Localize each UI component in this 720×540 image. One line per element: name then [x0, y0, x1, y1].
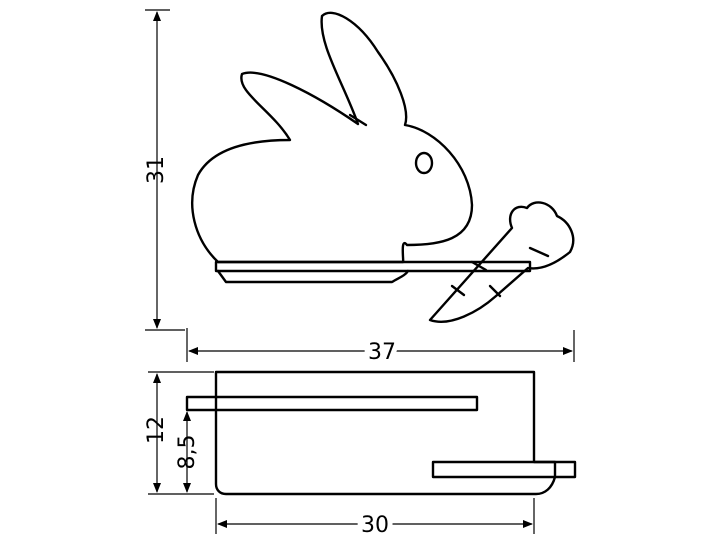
shelf-underside [216, 269, 410, 284]
width-overall-label: 37 [368, 340, 396, 365]
shelf-back-plate [214, 370, 557, 496]
dimension-base-width: 30 [215, 498, 535, 540]
carrot [428, 201, 575, 323]
base-width-label: 30 [361, 513, 389, 538]
shelf-height-label: 8,5 [175, 435, 200, 470]
dimension-depth-total: 12 [144, 371, 214, 495]
height-overall-label: 31 [144, 156, 169, 184]
carrot-slit-1 [470, 260, 488, 272]
ear-slit [348, 113, 368, 127]
dimension-height-overall: 31 [144, 9, 185, 331]
rabbit-eye [414, 151, 434, 175]
dimension-width-overall: 37 [186, 328, 575, 370]
rabbit-silhouette [191, 11, 474, 264]
shelf-board-front [214, 260, 532, 273]
lower-shelf-board [431, 460, 577, 479]
carrot-slit-2 [450, 284, 466, 297]
rabbit-front-view [191, 11, 575, 323]
depth-total-label: 12 [144, 416, 169, 444]
shelf-top-view [185, 370, 577, 496]
upper-shelf-board [185, 395, 479, 412]
carrot-slit-4 [528, 246, 550, 258]
dimension-shelf-height: 8,5 [175, 411, 200, 493]
carrot-slit-3 [488, 284, 502, 298]
